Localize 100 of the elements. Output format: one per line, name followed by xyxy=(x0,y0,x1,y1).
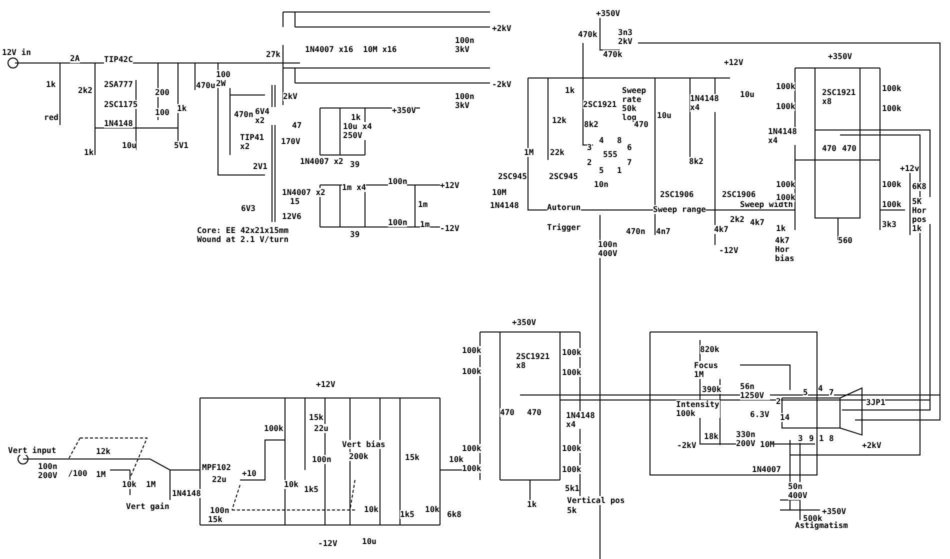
component-label: 1N4148 xyxy=(490,201,519,210)
component-label: 5V1 xyxy=(174,141,188,150)
component-label: 3JP1 xyxy=(866,398,886,407)
component-label: 100k xyxy=(882,104,902,113)
component-label: 1N4148 x4 xyxy=(690,94,720,112)
component-label: 2SC945 xyxy=(498,172,527,181)
component-label: 15k xyxy=(208,515,222,524)
pin-number: 6 xyxy=(627,143,632,152)
component-label: 100k xyxy=(882,200,902,209)
component-label: 10n xyxy=(594,180,608,189)
component-label: 1N4007 x2 xyxy=(300,157,344,166)
component-label: 100k xyxy=(562,348,582,357)
component-label: Vert input xyxy=(8,446,56,455)
component-label: 1m xyxy=(418,200,428,209)
component-label: 18k xyxy=(704,432,718,441)
pin-number: 9 xyxy=(809,434,814,443)
component-label: 170V xyxy=(281,137,300,146)
component-label: +10 xyxy=(242,469,256,478)
component-label: 100k xyxy=(462,464,482,473)
component-label: 4n7 xyxy=(656,227,670,236)
component-label: 100k xyxy=(776,193,796,202)
component-label: 470 xyxy=(822,144,836,153)
component-label: 470 xyxy=(527,408,542,417)
component-label: 10k xyxy=(425,505,440,514)
component-label: 100k xyxy=(562,444,582,453)
pin-number: 8 xyxy=(617,136,622,145)
component-label: 12k xyxy=(96,447,110,456)
component-label: 100k xyxy=(882,84,902,93)
component-label: Vertical pos xyxy=(567,496,625,505)
component-label: -2kV xyxy=(677,441,696,450)
component-label: -2kV xyxy=(492,80,512,89)
component-label: 470n xyxy=(626,227,646,236)
component-label: 15 xyxy=(290,197,300,206)
component-label: +350V xyxy=(822,507,846,516)
component-label: 100k xyxy=(562,368,582,377)
component-label: 555 xyxy=(603,150,618,159)
component-label: Focus 1M xyxy=(694,361,722,379)
pin-number: 4 xyxy=(599,136,604,145)
component-label: 2SC1921 xyxy=(583,100,617,109)
component-label: 22u xyxy=(212,475,226,484)
component-label: 2SC1175 xyxy=(104,100,138,109)
component-label: 6K8 xyxy=(912,182,926,191)
component-label: 10u xyxy=(657,111,672,120)
component-label: 100n xyxy=(388,177,408,186)
component-label: red xyxy=(44,113,58,122)
component-label: 2A xyxy=(70,54,80,63)
component-label: +12v xyxy=(900,164,920,173)
component-label: 1k xyxy=(527,500,537,509)
component-label: 100 xyxy=(155,108,170,117)
component-label: 1m x4 xyxy=(342,183,366,192)
component-label: 10M xyxy=(760,440,774,449)
component-label: 1M xyxy=(96,470,106,479)
component-label: 2SC1906 xyxy=(722,190,756,199)
component-label: 2SC1906 xyxy=(660,190,694,199)
component-label: MPF102 xyxy=(202,463,231,472)
component-label: +12V xyxy=(316,380,336,389)
component-label: 2SA777 xyxy=(104,80,133,89)
component-label: 470k xyxy=(603,50,622,59)
component-label: Trigger xyxy=(547,223,581,232)
component-label: 56n 1250V xyxy=(740,382,770,400)
component-label: 1k xyxy=(912,224,922,233)
component-label: +350V xyxy=(512,318,536,327)
component-label: -12V xyxy=(318,539,338,548)
component-label: 100k xyxy=(264,424,284,433)
component-label: 10u xyxy=(362,537,376,546)
pin-number: 3 xyxy=(587,143,592,152)
component-label: +2kV xyxy=(492,24,512,33)
component-label: 12V6 xyxy=(282,212,302,221)
component-label: 470 xyxy=(842,144,856,153)
pin-number: 1 xyxy=(617,166,622,175)
component-label: 12k xyxy=(552,116,566,125)
component-label: Astigmatism xyxy=(795,521,848,530)
component-label: +350V xyxy=(828,52,852,61)
component-label: +12V xyxy=(440,181,460,190)
component-label: 560 xyxy=(838,236,852,245)
component-label: 1k5 xyxy=(400,510,414,519)
component-label: 2SC945 xyxy=(549,172,578,181)
component-label: /100 xyxy=(68,469,88,478)
component-label: TIP42C xyxy=(104,55,133,64)
component-label: 100k xyxy=(776,102,796,111)
component-label: 100k xyxy=(776,82,796,91)
component-label: 100n xyxy=(312,455,332,464)
component-label: 12V in xyxy=(2,48,31,57)
pin-number: 4 xyxy=(818,384,823,393)
component-label: 3k3 xyxy=(882,220,896,229)
component-label: 1N4148 xyxy=(104,119,133,128)
component-label: 10k xyxy=(284,480,298,489)
component-label: +350V xyxy=(596,9,620,18)
component-label: 10M xyxy=(492,188,506,197)
component-label: 1m xyxy=(420,220,430,229)
component-label: 470 xyxy=(634,120,648,129)
component-label: 470u xyxy=(196,81,216,90)
component-label: 4k7 xyxy=(750,218,764,227)
pin-number: 1 xyxy=(819,434,824,443)
component-label: 27k xyxy=(266,50,280,59)
component-label: -12V xyxy=(719,246,738,255)
component-label: 6V3 xyxy=(241,204,256,213)
pin-number: 7 xyxy=(627,158,632,167)
component-label: 5k1 xyxy=(565,484,580,493)
component-label: 1M xyxy=(524,148,534,157)
